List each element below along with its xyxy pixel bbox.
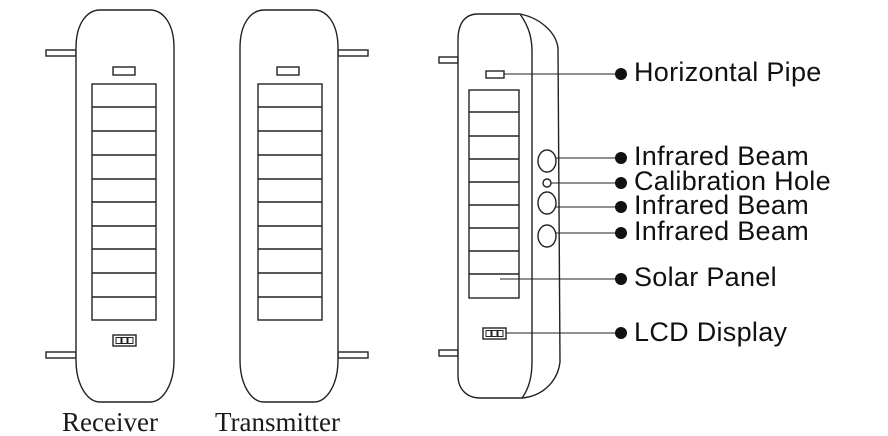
leader-dot [615,177,627,189]
receiver-lcd-display [112,334,137,347]
callout-horizontal-pipe: Horizontal Pipe [504,57,822,87]
transmitter-pipe-bottom [337,351,369,359]
callout-infrared-beam-1: Infrared Beam [556,141,809,171]
transmitter-unit [239,9,369,403]
callout-lcd-display: LCD Display [506,317,788,347]
callout-label: Solar Panel [634,262,777,292]
leader-dot [615,68,627,80]
side-housing [457,13,561,399]
receiver-caption: Receiver [62,407,158,436]
infrared-beam-lens-3 [537,224,557,248]
leader-dot [615,327,627,339]
receiver-housing [75,9,175,403]
side-solar-panel [468,89,520,299]
transmitter-caption: Transmitter [215,407,340,436]
callout-label: Infrared Beam [634,190,809,220]
side-pipe-bottom [438,349,459,357]
side-view-unit [438,13,561,399]
receiver-horizontal-pipe [112,66,136,76]
receiver-pipe-bottom [45,351,77,359]
callout-infrared-beam-2: Infrared Beam [556,190,809,220]
infrared-beam-lens-2 [537,191,557,215]
leader-dot [615,227,627,239]
transmitter-horizontal-pipe [276,66,300,76]
callout-infrared-beam-3: Infrared Beam [556,216,809,246]
callout-label: Infrared Beam [634,216,809,246]
transmitter-solar-panel [257,83,323,321]
infrared-beam-lens-1 [537,149,557,173]
leader-dot [615,201,627,213]
leader-dot [615,152,627,164]
transmitter-housing [239,9,339,403]
callout-calibration-hole: Calibration Hole [551,166,831,196]
receiver-pipe-top [45,49,77,57]
callout-solar-panel: Solar Panel [500,262,777,292]
leader-dot [615,273,627,285]
callout-label: Calibration Hole [634,166,831,196]
transmitter-pipe-top [337,49,369,57]
callout-label: LCD Display [634,317,788,347]
callout-label: Horizontal Pipe [634,57,822,87]
side-pipe-top [438,56,459,64]
callout-label: Infrared Beam [634,141,809,171]
side-housing-edge [519,13,533,399]
receiver-solar-panel [91,83,157,321]
receiver-unit [45,9,175,403]
